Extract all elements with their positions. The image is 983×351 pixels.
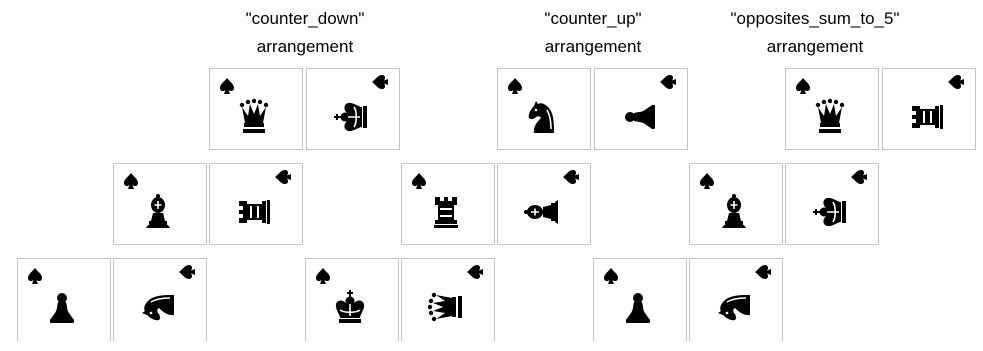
spade-icon [372,75,388,89]
arrangement-title-line2: arrangement [544,37,642,56]
rook-icon [912,105,943,129]
arrangement-title-counter-up: "counter_up" arrangement [495,5,691,61]
arrangement-title-line2: arrangement [766,37,864,56]
tile [593,258,687,341]
queen-icon [239,98,269,133]
tile-graphic [912,75,964,129]
tile-graphic [239,170,291,224]
tile-graphic [796,78,845,133]
bishop-icon [524,200,558,224]
tile [113,163,207,245]
tile [497,68,591,150]
tile [785,163,879,245]
tile [785,68,879,150]
pawn-icon [625,105,655,129]
rook-icon [239,200,270,224]
king-icon [334,102,367,132]
arrangement-title-counter-down: "counter_down" arrangement [207,5,403,61]
tile [209,163,303,245]
tile-graphic [625,75,676,129]
knight-icon [718,295,750,321]
tile [306,68,400,150]
spade-icon [316,268,330,284]
tile-graphic [700,173,746,228]
arrangement-title-opposites-sum-to-5: "opposites_sum_to_5" arrangement [700,5,930,61]
spade-icon [755,265,771,279]
tile-graphic [718,265,771,321]
arrangement-title-line1: "counter_up" [544,9,642,28]
king-icon [335,290,365,323]
spade-icon [179,265,195,279]
arrangement-title-line1: "counter_down" [245,9,365,28]
pawn-icon [626,293,650,323]
king-icon [813,197,846,227]
spade-icon [563,170,579,184]
tile [594,68,688,150]
spade-icon [700,173,714,189]
tile [209,68,303,150]
tile-graphic [220,78,269,133]
arrangement-title-line1: "opposites_sum_to_5" [730,9,900,28]
tile-graphic [124,173,170,228]
spade-icon [220,78,234,94]
spade-icon [28,268,42,284]
spade-icon [851,170,867,184]
queen-icon [427,292,462,322]
tile [305,258,399,341]
spade-icon [948,75,964,89]
tile-graphic [412,173,458,228]
spade-icon [508,78,522,94]
knight-icon [528,101,554,133]
spade-icon [412,173,426,189]
tile-graphic [508,78,554,133]
spade-icon [660,75,676,89]
tile [689,163,783,245]
tile [401,163,495,245]
tile-graphic [524,170,579,224]
tile [401,258,495,341]
tile [689,258,783,341]
pawn-icon [50,293,74,323]
tile [882,68,976,150]
arrangement-title-line2: arrangement [256,37,354,56]
tile [497,163,591,245]
spade-icon [467,265,483,279]
tile-graphic [604,268,650,323]
spade-icon [275,170,291,184]
bishop-icon [722,194,746,228]
spade-icon [124,173,138,189]
knight-icon [142,295,174,321]
rook-icon [434,197,458,228]
tile-graphic [28,268,74,323]
spade-icon [604,268,618,284]
tile-graphic [142,265,195,321]
tile-graphic [316,268,365,323]
tile-graphic [334,75,388,132]
queen-icon [815,98,845,133]
tile [113,258,207,341]
tile-graphic [813,170,867,227]
tile-graphic [427,265,483,322]
bishop-icon [146,194,170,228]
tile [17,258,111,341]
spade-icon [796,78,810,94]
